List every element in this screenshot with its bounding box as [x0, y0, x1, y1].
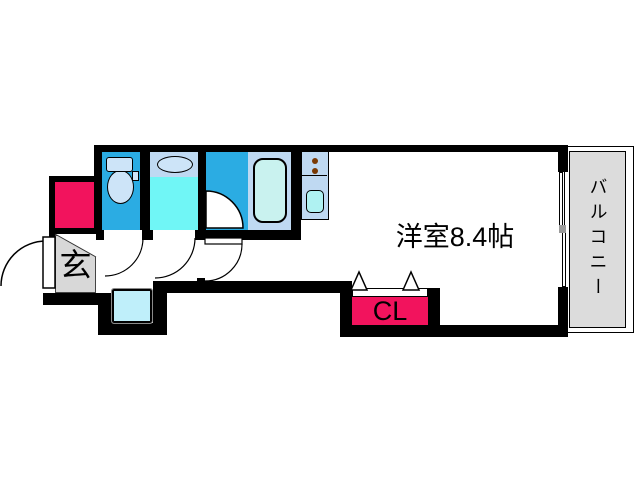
toilet-bowl-icon [107, 170, 134, 204]
wall-bath-right [291, 152, 301, 240]
closet: CL [352, 297, 428, 325]
toilet-flush-icon [132, 171, 139, 181]
window-handle [559, 225, 566, 233]
wall-right-top [558, 145, 568, 172]
bathroom-wet-area [206, 152, 248, 230]
wall-left [94, 145, 102, 235]
entrance-label: 玄 [59, 247, 92, 283]
wall-washroom-bath [198, 152, 206, 230]
washing-machine-pan-icon [111, 288, 153, 324]
sliding-window-pane-2 [562, 229, 566, 287]
wall-washer-bottom [98, 323, 167, 335]
wall-entrance-bottom [43, 293, 98, 305]
wall-mainroom-lower-left [153, 281, 352, 293]
wall-washer-right [153, 281, 167, 335]
wall-closet-right [428, 288, 440, 337]
balcony-label: バルコニー [587, 177, 608, 302]
wall-closet-left [340, 288, 352, 337]
entrance-storage-box [55, 182, 95, 228]
wall-top [95, 145, 568, 152]
toilet-door-opening [104, 230, 142, 240]
toilet-door-arc [104, 237, 144, 277]
wall-storage-left [49, 176, 55, 238]
entrance-door-arc [0, 240, 47, 287]
mainroom-door-opening [197, 240, 205, 278]
washroom-door-arc [154, 237, 196, 279]
stove-section [302, 152, 327, 176]
wall-right-bottom [558, 287, 568, 337]
balcony: バルコニー [569, 151, 626, 328]
entrance-door-leaf [42, 236, 56, 289]
kitchen-sink-icon [306, 190, 324, 213]
sliding-window-pane-1 [559, 172, 563, 230]
wall-toilet-washroom [140, 152, 150, 230]
stove-burner-icon [312, 168, 318, 174]
mainroom-door-arc [204, 243, 243, 282]
wall-bottom-right [428, 325, 568, 337]
washroom-door-opening [153, 230, 195, 240]
bathtub-icon [253, 158, 287, 223]
main-room-label: 洋室8.4帖 [395, 222, 515, 252]
closet-folding-door [352, 288, 428, 297]
washroom-floor [150, 177, 198, 230]
closet-label: CL [372, 295, 408, 326]
stove-burner-icon [312, 158, 318, 164]
toilet-tank-icon [106, 157, 133, 172]
wall-entrance-top [49, 228, 95, 235]
wall-closet-bottom [340, 325, 440, 337]
wall-storage-top [49, 176, 95, 182]
washbasin-icon [157, 156, 193, 173]
